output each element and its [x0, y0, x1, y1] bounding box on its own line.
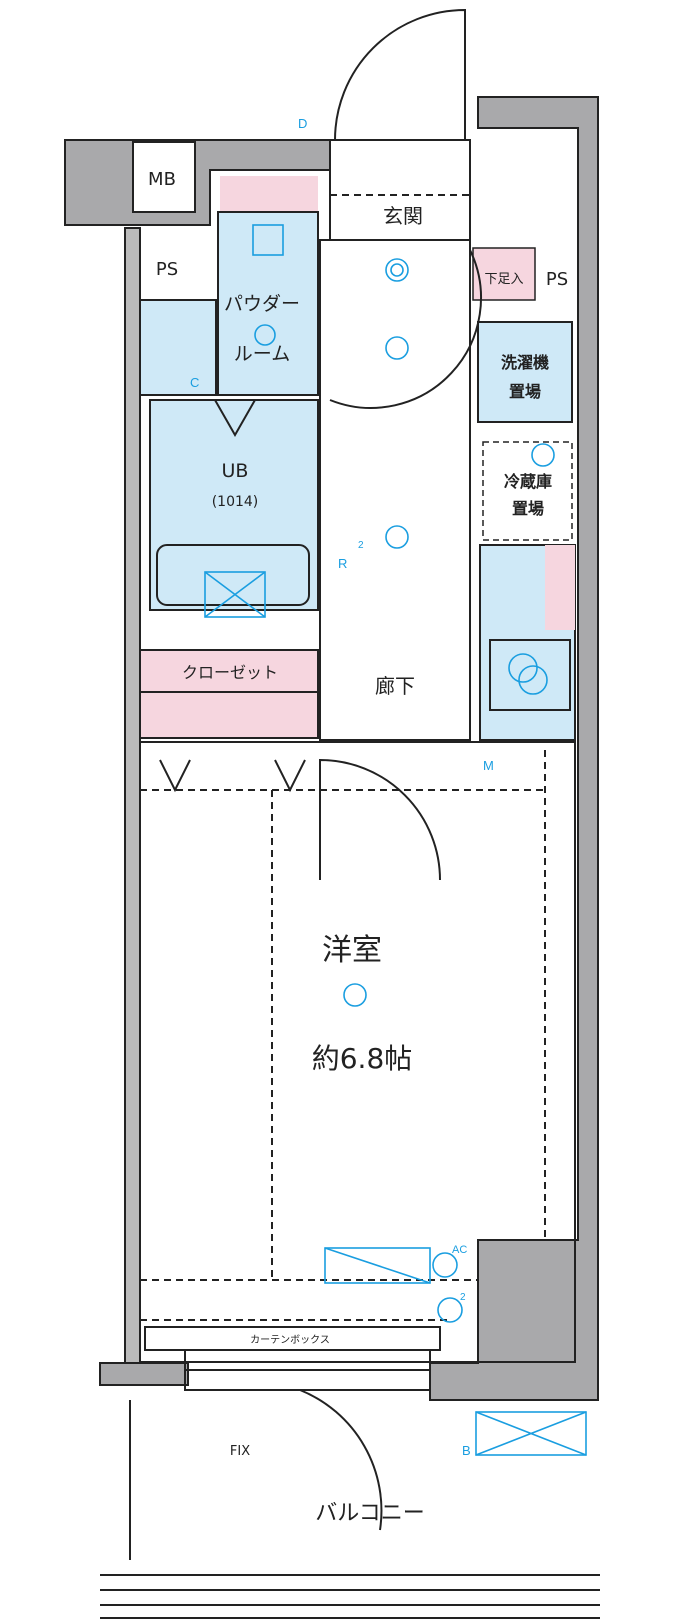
western-room-size: 約6.8帖 [312, 1042, 413, 1075]
doors [159, 8, 482, 1531]
c-symbol: C [190, 375, 199, 390]
bathtub [156, 544, 310, 606]
closet [139, 649, 319, 739]
two-b-symbol: 2 [460, 1292, 466, 1303]
mb-box [132, 141, 196, 213]
ps-right-label: PS [546, 269, 568, 290]
walls [64, 96, 599, 1401]
washer-space [477, 321, 573, 423]
bath-size: (1014) [212, 494, 259, 510]
b-symbol: B [462, 1443, 471, 1458]
fix-window-label: FIX [230, 1444, 250, 1459]
fridge-space [482, 441, 573, 541]
washer-label-2: 置場 [509, 382, 541, 401]
ac-symbol: AC [452, 1244, 467, 1256]
ps-left-label: PS [156, 259, 178, 280]
curtain-box-label: カーテンボックス [250, 1334, 330, 1346]
shoe-box-label: 下足入 [484, 272, 523, 287]
powder-room-label-2: ルーム [234, 343, 290, 365]
toilet-tank-area [220, 176, 318, 212]
bath-label: UB [222, 460, 249, 482]
shoe-box [472, 247, 536, 301]
western-room-label: 洋室 [322, 933, 382, 968]
entrance-label: 玄関 [383, 204, 423, 228]
r-symbol: R [338, 556, 347, 571]
two-a-symbol: 2 [358, 540, 364, 551]
fridge-label-2: 置場 [512, 499, 544, 518]
powder-room [217, 211, 319, 396]
washer-label-1: 洗濯機 [501, 353, 549, 372]
mb-label: MB [148, 169, 176, 190]
hallway-label: 廊下 [375, 674, 415, 698]
door-bell-symbol: D [298, 116, 307, 131]
fixtures [204, 224, 587, 1456]
closet-label: クローゼット [182, 663, 278, 682]
balcony-label: バルコニー [315, 1501, 425, 1526]
hatched-wall [124, 227, 141, 1364]
powder-room-label-1: パウダー [224, 293, 300, 315]
fridge-label-1: 冷蔵庫 [504, 472, 552, 491]
m-symbol: M [483, 758, 494, 773]
sink-area [139, 299, 217, 396]
